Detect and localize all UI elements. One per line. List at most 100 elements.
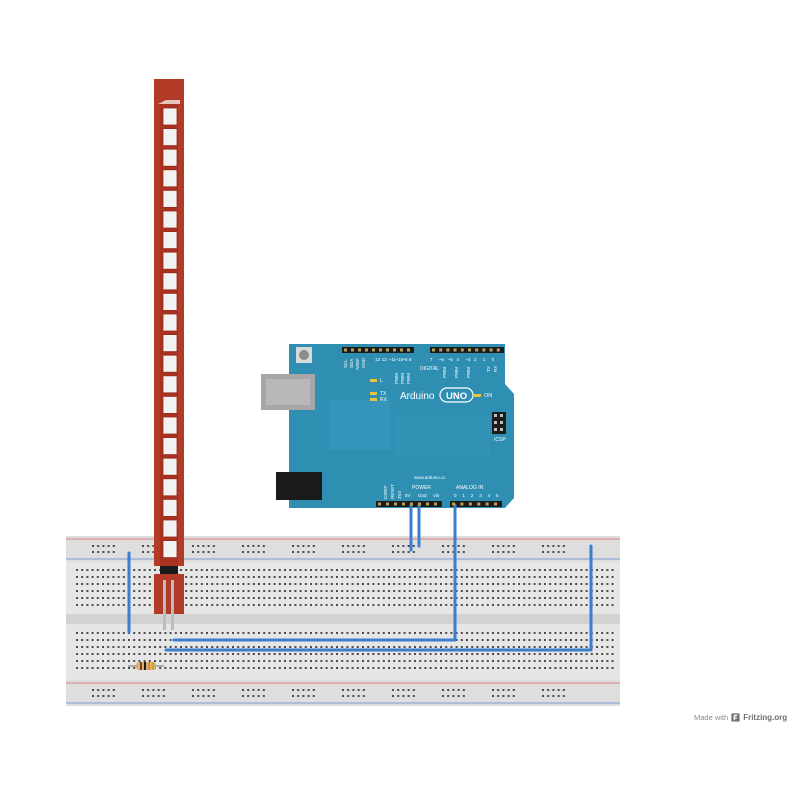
breadboard-hole [518, 583, 520, 585]
breadboard-hole [76, 660, 78, 662]
breadboard-hole [278, 646, 281, 648]
breadboard-hole [242, 667, 245, 669]
breadboard-hole [86, 576, 89, 578]
breadboard-hole [544, 590, 546, 592]
breadboard-hole [294, 569, 297, 571]
breadboard-hole [507, 604, 510, 606]
breadboard-hole [289, 590, 292, 592]
breadboard-hole [455, 597, 458, 599]
breadboard-hole [424, 590, 427, 592]
breadboard-hole [367, 597, 370, 599]
breadboard-hole [242, 632, 245, 634]
breadboard-hole [481, 653, 484, 655]
breadboard-hole [502, 689, 505, 691]
breadboard-hole [518, 590, 520, 592]
breadboard-hole [398, 569, 401, 571]
breadboard-hole [497, 569, 500, 571]
breadboard-hole [460, 604, 463, 606]
breadboard-hole [356, 590, 359, 592]
breadboard-hole [362, 545, 365, 547]
breadboard-hole [143, 597, 146, 599]
breadboard-hole [346, 632, 349, 634]
breadboard-hole [533, 597, 536, 599]
breadboard-hole [403, 604, 406, 606]
breadboard-hole [91, 667, 94, 669]
breadboard-hole [585, 604, 588, 606]
breadboard-hole [148, 632, 151, 634]
breadboard-hole [357, 695, 360, 697]
header-pin [446, 348, 450, 352]
breadboard-hole [262, 545, 265, 547]
breadboard-hole [258, 632, 260, 634]
breadboard-hole [190, 632, 193, 634]
breadboard-hole [372, 604, 375, 606]
breadboard-hole [174, 632, 177, 634]
breadboard-hole [570, 667, 572, 669]
rx-pin-label: RX [493, 366, 498, 372]
breadboard-hole [455, 569, 458, 571]
breadboard [66, 536, 620, 706]
breadboard-hole [325, 632, 328, 634]
breadboard-hole [442, 551, 444, 553]
breadboard-hole [460, 660, 463, 662]
breadboard-hole [356, 632, 359, 634]
breadboard-hole [268, 660, 271, 662]
breadboard-hole [393, 604, 396, 606]
breadboard-hole [91, 576, 94, 578]
header-pin [468, 348, 471, 352]
breadboard-hole [450, 576, 453, 578]
breadboard-hole [200, 590, 203, 592]
breadboard-hole [206, 583, 208, 585]
breadboard-hole [414, 576, 416, 578]
header-pin [482, 348, 486, 352]
breadboard-hole [221, 576, 224, 578]
breadboard-hole [81, 604, 84, 606]
breadboard-hole [533, 653, 536, 655]
breadboard-hole [382, 583, 385, 585]
breadboard-hole [164, 632, 167, 634]
breadboard-hole [347, 695, 350, 697]
breadboard-hole [414, 604, 416, 606]
breadboard-hole [268, 597, 271, 599]
breadboard-hole [226, 590, 229, 592]
breadboard-hole [185, 569, 188, 571]
breadboard-hole [212, 689, 215, 691]
breadboard-hole [206, 597, 208, 599]
breadboard-hole [585, 576, 588, 578]
breadboard-hole [102, 590, 104, 592]
breadboard-hole [442, 689, 444, 691]
breadboard-hole [549, 569, 552, 571]
breadboard-hole [195, 583, 198, 585]
breadboard-hole [486, 583, 489, 585]
breadboard-hole [206, 590, 208, 592]
breadboard-hole [351, 576, 354, 578]
breadboard-hole [200, 646, 203, 648]
breadboard-hole [507, 646, 510, 648]
breadboard-hole [107, 583, 110, 585]
breadboard-hole [523, 639, 526, 641]
breadboard-hole [466, 576, 468, 578]
breadboard-hole [538, 646, 541, 648]
breadboard-hole [138, 660, 141, 662]
breadboard-hole [407, 695, 410, 697]
breadboard-hole [559, 569, 562, 571]
breadboard-hole [107, 590, 110, 592]
breadboard-hole [284, 646, 286, 648]
breadboard-hole [174, 660, 177, 662]
breadboard-hole [310, 653, 312, 655]
breadboard-hole [351, 632, 354, 634]
breadboard-hole [507, 597, 510, 599]
pwm-label-1: PWM [394, 373, 399, 384]
breadboard-hole [554, 667, 557, 669]
breadboard-hole [268, 646, 271, 648]
breadboard-hole [452, 551, 455, 553]
breadboard-hole [538, 653, 541, 655]
breadboard-hole [512, 583, 515, 585]
breadboard-hole [336, 653, 338, 655]
breadboard-hole [434, 646, 437, 648]
breadboard-hole [356, 660, 359, 662]
breadboard-hole [445, 632, 448, 634]
breadboard-hole [450, 646, 453, 648]
breadboard-hole [512, 667, 515, 669]
breadboard-hole [502, 646, 505, 648]
